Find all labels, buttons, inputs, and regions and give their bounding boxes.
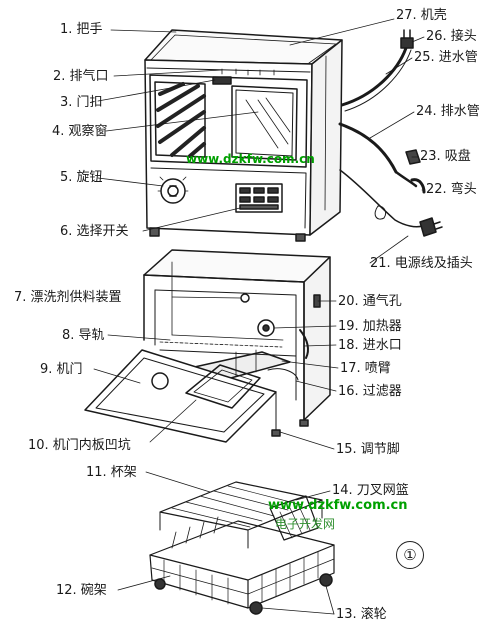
dishwasher-body-top [144, 29, 343, 242]
leader-lines-top [97, 18, 425, 264]
label-exhaust-vent: 2. 排气口 [53, 69, 109, 84]
label-filter: 16. 过滤器 [338, 384, 402, 399]
label-heater: 19. 加热器 [338, 319, 402, 334]
watermark-url-top: www.dzkfw.com.cn [186, 152, 315, 166]
label-cutlery-basket: 14. 刀叉网篮 [332, 483, 409, 498]
label-housing: 27. 机壳 [396, 8, 447, 23]
label-vent-hole: 20. 通气孔 [338, 294, 402, 309]
label-cup-rack: 11. 杯架 [86, 465, 137, 480]
label-drain-hose: 24. 排水管 [416, 104, 480, 119]
dish-racks [149, 481, 335, 615]
watermark-site-name: 电子开发网 [275, 517, 336, 531]
label-viewing-window: 4. 观察窗 [52, 124, 108, 139]
label-suction-cup: 23. 吸盘 [420, 149, 471, 164]
label-spray-arm: 17. 喷臂 [340, 361, 391, 376]
label-door: 9. 机门 [40, 362, 83, 377]
label-inlet-hose: 25. 进水管 [414, 50, 478, 65]
watermark-url-bottom: www.dzkfw.com.cn [268, 498, 408, 513]
label-rinse-aid-dispenser: 7. 漂洗剂供料装置 [14, 290, 122, 305]
label-handle: 1. 把手 [60, 22, 103, 37]
label-adjustable-foot: 15. 调节脚 [336, 442, 400, 457]
label-guide-rail: 8. 导轨 [62, 328, 105, 343]
label-water-inlet: 18. 进水口 [338, 338, 402, 353]
label-selector-switch: 6. 选择开关 [60, 224, 129, 239]
label-door-inner-recess: 10. 机门内板凹坑 [28, 438, 131, 453]
label-elbow: 22. 弯头 [426, 182, 477, 197]
label-door-latch: 3. 门扣 [60, 95, 103, 110]
label-connector: 26. 接头 [426, 29, 477, 44]
label-bowl-rack: 12. 碗架 [56, 583, 107, 598]
label-power-cord-plug: 21. 电源线及插头 [370, 256, 473, 271]
label-knob: 5. 旋钮 [60, 170, 103, 185]
figure-number: ① [396, 541, 424, 569]
leader-lines-bottom [117, 471, 335, 615]
leader-lines-middle [93, 296, 339, 450]
dishwasher-body-open [84, 249, 331, 443]
label-rollers: 13. 滚轮 [336, 607, 387, 622]
